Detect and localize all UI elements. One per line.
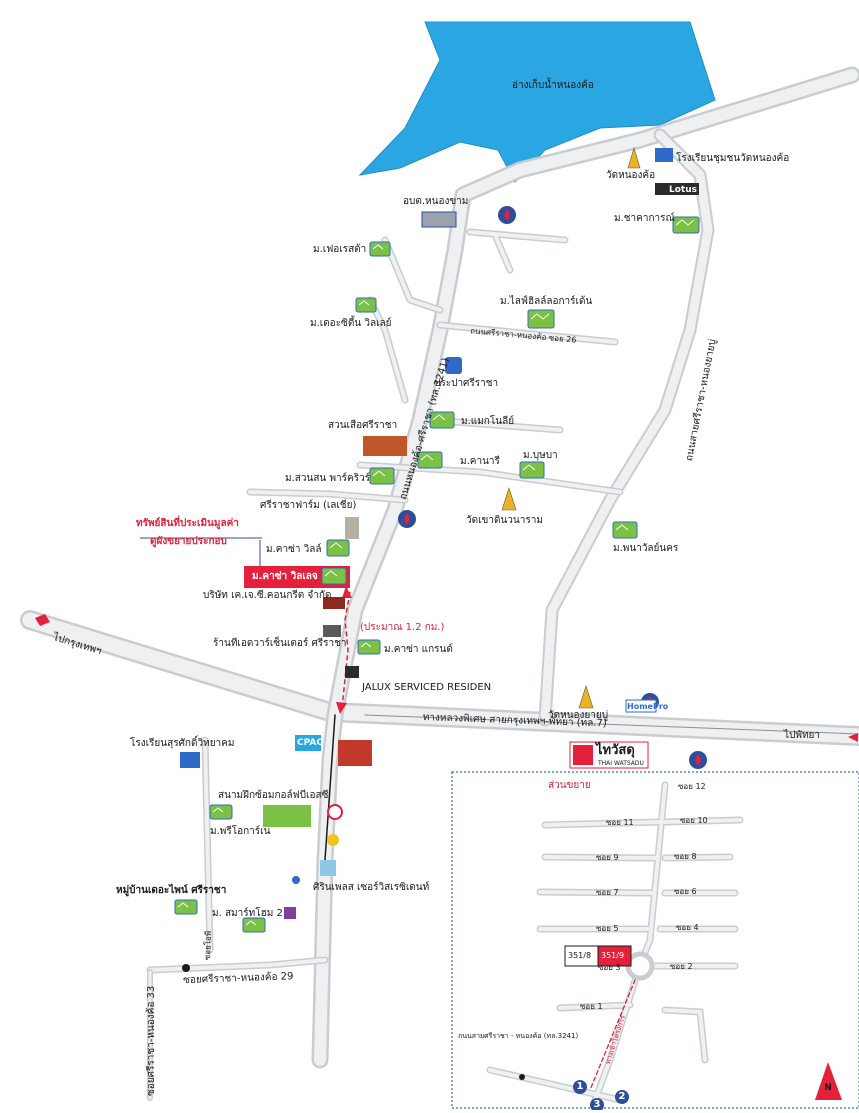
inset-soi-5: ซอย 5 — [596, 924, 619, 933]
inset-plot-a: 351/8 — [568, 951, 592, 960]
label-school-left: โรงเรียนสุรศักดิ์วิทยาคม — [130, 738, 235, 749]
north-arrow-icon — [815, 1062, 842, 1100]
label-m-casa-grand: ม.คาซ่า แกรนด์ — [384, 644, 453, 655]
label-soi-33: ซอยศรีราชา-หนองค้อ 33 — [146, 985, 157, 1096]
inset-soi-1: ซอย 1 — [580, 1002, 603, 1011]
label-farm: ศรีราชาฟาร์ม (เลเชีย) — [260, 500, 357, 511]
label-m-suanson: ม.สวนสน พาร์คริวร์ — [285, 473, 371, 484]
label-lotus: Lotus — [669, 185, 697, 195]
label-village-pine: หมู่บ้านเดอะไพน์ ศรีราชา — [116, 885, 227, 896]
inset-soi-6: ซอย 6 — [674, 887, 697, 896]
inset-soi-9: ซอย 9 — [596, 853, 619, 862]
label-m-pana: ม.พนาวัลย์นคร — [613, 543, 679, 554]
inset-soi-8: ซอย 8 — [674, 852, 697, 861]
north-label: N — [824, 1083, 832, 1093]
label-m-magnolia: ม.แมกโนลีย์ — [461, 416, 515, 427]
label-wat-nongkho: วัดหนองค้อ — [606, 170, 656, 181]
label-obt: อบต.หนองขาม — [403, 196, 469, 207]
inset-frame — [451, 771, 859, 1109]
inset-soi-4: ซอย 4 — [676, 923, 699, 932]
lake-nongkho — [358, 21, 716, 183]
inset-soi-12: ซอย 12 — [678, 782, 706, 791]
inset-road-label: ถนนสายศรีราชา - หนองค้อ (ทล.3241) — [458, 1032, 579, 1040]
label-cpac: CPAC — [297, 738, 323, 748]
inset-soi-2: ซอย 2 — [670, 962, 693, 971]
lake-label: อ่างเก็บน้ำหนองค้อ — [512, 80, 594, 91]
building-icons — [35, 148, 858, 919]
target-note-line1: ทรัพย์สินที่ประเมินมูลค่า — [136, 518, 239, 529]
label-thaiwatsadu: ไทวัสดุ — [596, 743, 635, 758]
label-green: ศิรินเพลส เซอร์วิสเรซิเดนท์ — [313, 882, 430, 893]
label-m-city: ม.เดอะซิตี้น วิลเลย์ — [310, 318, 392, 329]
inset-soi-3: ซอย 3 — [598, 963, 621, 972]
label-park: สวนเสือศรีราชา — [328, 420, 398, 431]
label-m-lifeline: ม.ไลฟ์ฮิลล์ลอการ์เด้น — [500, 296, 593, 307]
label-wat-khao: วัดเขาดินวนาราม — [466, 515, 543, 526]
inset-soi-7: ซอย 7 — [596, 888, 619, 897]
label-m-casa-ville: ม.คาซ่า วิลล์ — [266, 544, 322, 555]
inset-marker-3: 3 — [593, 1099, 601, 1110]
inset-marker-1: 1 — [576, 1081, 584, 1092]
village-icons — [174, 216, 700, 933]
label-wat-nongyaibu: วัดหนองยายบู่ — [548, 710, 609, 721]
label-jalux: JALUX SERVICED RESIDEN — [362, 682, 492, 693]
label-to-pattaya: ไปพัทยา — [784, 730, 821, 741]
label-m-bunya: ม.บุษบา — [523, 450, 558, 461]
label-prapa: ประปาศรีราชา — [434, 378, 499, 389]
label-store: ร้านทีเอดวาร์เซ็นเตอร์ ศรีราชา — [213, 638, 347, 649]
inset-soi-10: ซอย 10 — [680, 816, 708, 825]
label-thaiwatsadu-sub: THAI WATSADU — [598, 760, 644, 767]
inset-plot-b: 351/9 — [601, 951, 625, 960]
inset-roads — [486, 781, 744, 1104]
label-distance: (ประมาณ 1.2 กม.) — [360, 622, 445, 633]
label-soi-small: ซอยโอพี — [202, 930, 214, 961]
distance-arrow — [341, 591, 351, 709]
inset-marker-2: 2 — [618, 1091, 626, 1102]
temple-icons — [501, 146, 641, 709]
label-golf: สนามฝึกซ้อมกอล์ฟบีเอสซี — [218, 790, 329, 801]
target-label: ม.คาซ่า วิลเลจ — [252, 571, 318, 582]
label-m-chakarn: ม.ชาคาการณ์ — [614, 213, 675, 224]
label-m-future: ม.เฟอเรสต้า — [313, 244, 367, 255]
road-network — [20, 66, 859, 1101]
target-note-line2: ดูผังขยายประกอบ — [150, 536, 227, 547]
label-company: บริษัท เค.เจ.ซี.คอนกรีต จำกัด — [203, 590, 332, 601]
inset-title: ส่วนขยาย — [548, 780, 591, 791]
label-homepro: HomePro — [627, 702, 669, 711]
inset-soi-11: ซอย 11 — [606, 818, 634, 827]
inset-marker-icons — [573, 1080, 629, 1110]
label-m-kanari: ม.คานารี — [460, 456, 500, 467]
plot-351-9 — [597, 945, 632, 967]
label-school-top: โรงเรียนชุมชนวัดหนองค้อ — [676, 153, 790, 164]
label-m-private: ม.พรีโอการ์เน — [210, 826, 271, 837]
label-m-smart: ม. สมาร์ทโฮม 2 — [212, 908, 283, 919]
